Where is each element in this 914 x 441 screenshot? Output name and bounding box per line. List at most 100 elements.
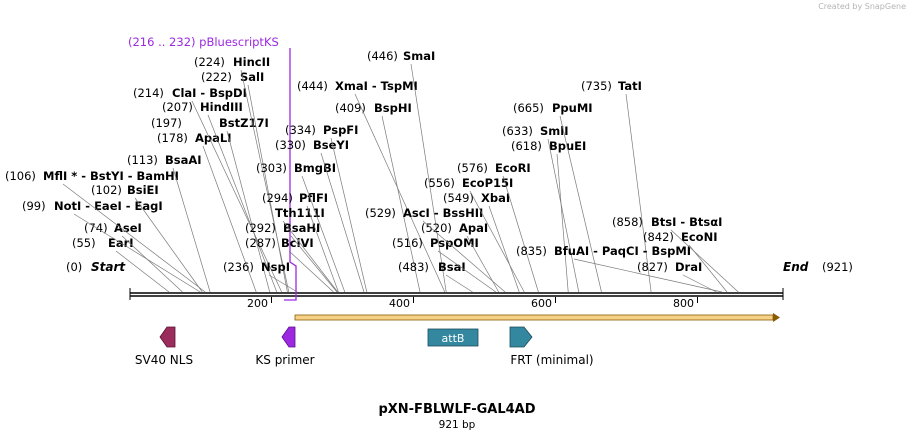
- site-connector: [354, 93, 446, 293]
- feature-label-sv40-nls: SV40 NLS: [135, 353, 193, 367]
- site-noti-eaei-eagi: (99)NotI - EaeI - EagI: [22, 199, 201, 293]
- site-position: (444): [297, 79, 328, 93]
- site-position: (735): [581, 79, 612, 93]
- site-connector: [290, 235, 338, 293]
- site-name: ClaI - BspDI: [172, 86, 247, 100]
- site-position: (665): [513, 101, 544, 115]
- site-ecop15i: (556)EcoP15I: [424, 176, 525, 293]
- site-position: (516): [392, 236, 423, 250]
- site-connector: [625, 93, 652, 293]
- site-connector: [445, 274, 473, 293]
- site-position: (858): [612, 215, 643, 229]
- site-bmgbi: (303) BmgBI: [256, 161, 346, 293]
- feature-label-attb: attB: [442, 332, 465, 345]
- site-position: (633): [502, 124, 533, 138]
- site-ecori: (576)EcoRI: [457, 161, 539, 293]
- site-name: BstZ17I: [219, 116, 269, 130]
- site-position: (207): [162, 100, 193, 114]
- feature-ks-primer: KS primer: [255, 326, 315, 367]
- site-position: (102): [91, 183, 122, 197]
- site-position: (214): [133, 86, 164, 100]
- site-connector: [240, 69, 290, 293]
- site-bseyi: (330)BseYI: [275, 138, 365, 293]
- site-bpuei: (618)BpuEI: [511, 139, 586, 293]
- site-position: (827): [637, 260, 668, 274]
- site-name: XbaI: [481, 191, 510, 205]
- feature-frt-minimal: FRT (minimal): [509, 326, 594, 367]
- site-connector: [422, 220, 506, 293]
- site-position: (556): [424, 176, 455, 190]
- site-connector: [547, 138, 580, 293]
- svg-text:800: 800: [673, 297, 694, 310]
- site-name: PspFI: [323, 123, 358, 137]
- site-name: HindIII: [200, 100, 243, 114]
- site-name: BsiEI: [127, 183, 159, 197]
- site-position: (292): [245, 221, 276, 235]
- start-label: Start: [91, 260, 126, 274]
- plasmid-length: 921 bp: [438, 419, 476, 431]
- site-connector: [202, 145, 257, 293]
- site-name: SalI: [240, 70, 264, 84]
- start-position: (0): [66, 260, 82, 274]
- site-connector: [573, 258, 723, 293]
- site-asei: (74)AseI: [84, 221, 183, 293]
- site-connector: [247, 84, 288, 293]
- site-position: (222): [201, 70, 232, 84]
- site-name: AseI: [114, 221, 142, 235]
- svg-text:600: 600: [531, 297, 552, 310]
- site-connector: [268, 274, 298, 293]
- site-smai: (446)SmaI: [367, 49, 447, 293]
- site-position: (113): [127, 153, 158, 167]
- site-name: ApaI: [459, 221, 488, 235]
- site-connector: [437, 250, 497, 293]
- plasmid-map: (0) Start End (921) 200 400 600 800 (216…: [5, 35, 853, 367]
- site-position: (55): [72, 236, 96, 250]
- site-xmai-tspmi: (444)XmaI - TspMI: [297, 79, 446, 293]
- site-bsahi: (292)BsaHI: [245, 221, 338, 293]
- site-name: BpuEI: [549, 139, 586, 153]
- site-connector: [556, 153, 569, 293]
- tick-200: 200: [247, 297, 272, 310]
- site-connector: [115, 250, 170, 293]
- site-connector: [466, 235, 500, 293]
- site-connector: [469, 190, 525, 293]
- site-position: (330): [275, 138, 306, 152]
- feature-sv40-nls: SV40 NLS: [135, 326, 193, 367]
- site-name: HincII: [233, 55, 270, 69]
- site-name: MflI * - BstYI - BamHI: [43, 169, 179, 183]
- site-connector: [410, 63, 447, 293]
- feature-label-ks-primer: KS primer: [255, 353, 314, 367]
- site-smli: (633) SmlI: [502, 124, 580, 293]
- site-position: (287): [245, 236, 276, 250]
- sequence-backbone: [129, 288, 784, 300]
- site-position: (197): [151, 116, 182, 130]
- end-label: End: [783, 260, 809, 274]
- site-position: (835): [516, 244, 547, 258]
- tick-marks: 200 400 600 800: [247, 297, 698, 310]
- site-nspi: (236)NspI: [223, 260, 298, 293]
- site-name: BciVI: [281, 236, 314, 250]
- site-connector: [306, 205, 339, 293]
- site-connector: [488, 205, 520, 293]
- site-connector: [559, 115, 602, 293]
- orf-arrow: [294, 313, 780, 322]
- site-pspomi: (516)PspOMI: [392, 236, 497, 293]
- site-position: (236): [223, 260, 254, 274]
- site-name: BtsI - BtsαI: [651, 215, 722, 229]
- restriction-sites: (55)EarI(74)AseI(99)NotI - EaeI - EagI(1…: [5, 49, 739, 293]
- site-connector: [226, 130, 271, 293]
- site-name: TatI: [618, 79, 642, 93]
- site-apai: (520)ApaI: [421, 221, 500, 293]
- site-position: (529): [365, 206, 396, 220]
- site-connector: [282, 220, 338, 293]
- site-connector: [330, 137, 368, 293]
- site-ppumi: (665)PpuMI: [513, 101, 602, 293]
- site-name: BsaI: [438, 260, 466, 274]
- site-name: SmlI: [540, 124, 569, 138]
- site-name: BmgBI: [294, 161, 336, 175]
- site-position: (303): [256, 161, 287, 175]
- site-bsai: (483)BsaI: [398, 260, 473, 293]
- site-connector: [73, 213, 201, 293]
- primer-label: (216 .. 232) pBluescriptKS: [128, 35, 279, 49]
- site-position: (334): [285, 123, 316, 137]
